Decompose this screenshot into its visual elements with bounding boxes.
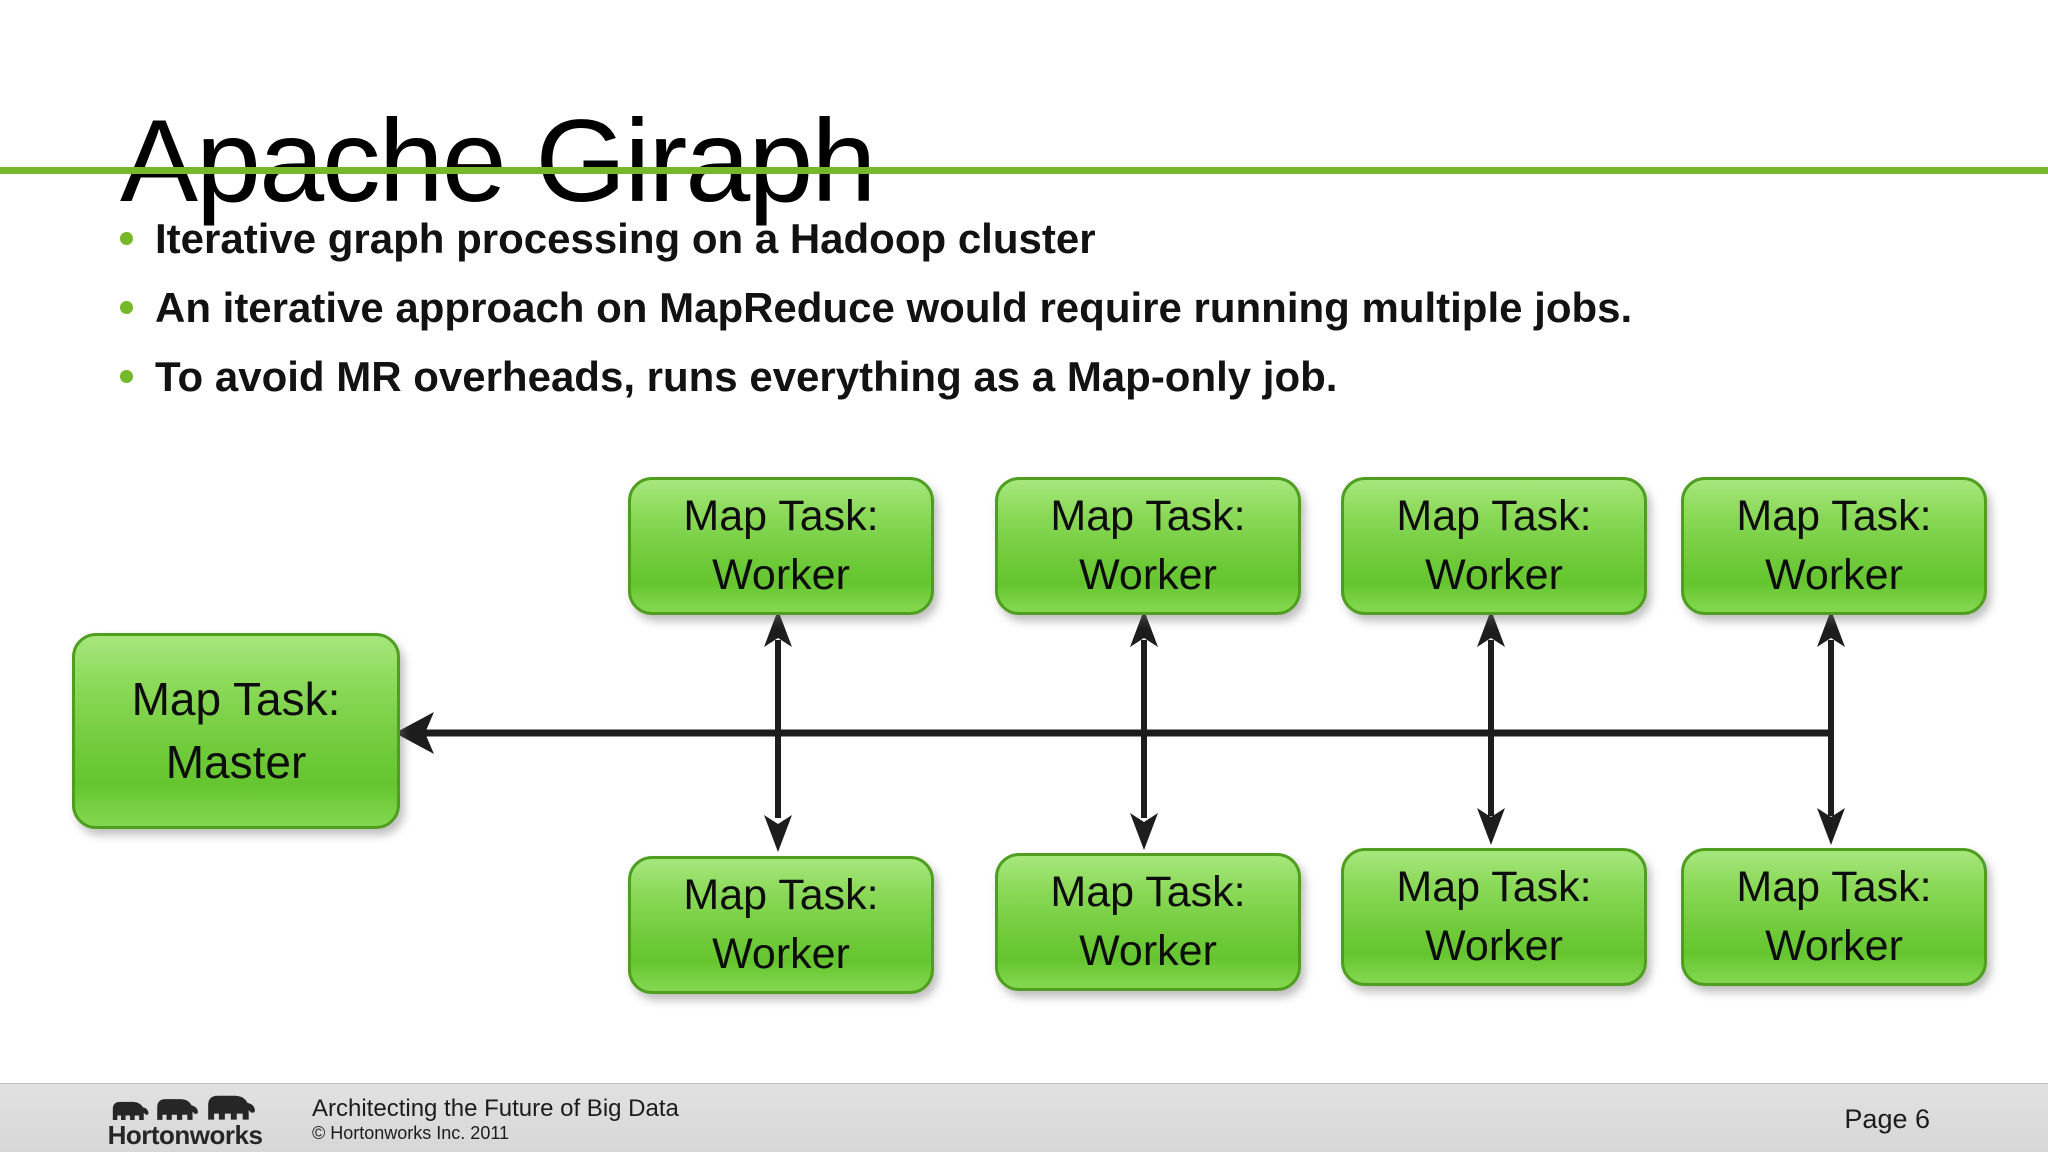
task-box-label: Worker — [712, 930, 850, 978]
task-box-label: Worker — [1079, 927, 1217, 975]
worker-link-arrow — [1477, 610, 1505, 845]
worker-task-box-top-3: Map Task: Worker — [1341, 477, 1647, 615]
elephant-herd — [111, 1091, 259, 1122]
elephant-icon — [112, 1101, 149, 1120]
master-task-box: Map Task: Master — [72, 633, 400, 829]
task-box-label: Map Task: — [1736, 862, 1932, 911]
task-box-label: Worker — [1765, 922, 1903, 970]
bullet-text: Iterative graph processing on a Hadoop c… — [155, 214, 1096, 262]
worker-task-box-bottom-2: Map Task: Worker — [995, 853, 1301, 991]
task-box-label: Map Task: — [1050, 867, 1246, 916]
bullet-list: Iterative graph processing on a Hadoop c… — [120, 204, 1632, 411]
bullet-item: Iterative graph processing on a Hadoop c… — [120, 204, 1632, 273]
bullet-dot-icon — [120, 301, 133, 314]
master-bus-line — [420, 729, 1834, 737]
worker-link-arrow — [1817, 610, 1845, 845]
footer-tagline: Architecting the Future of Big Data — [312, 1095, 679, 1122]
worker-task-box-bottom-1: Map Task: Worker — [628, 856, 934, 994]
worker-task-box-top-2: Map Task: Worker — [995, 477, 1301, 615]
worker-task-box-top-4: Map Task: Worker — [1681, 477, 1987, 615]
arrowhead-left-icon — [395, 712, 434, 754]
elephant-icon — [157, 1099, 198, 1120]
task-box-label: Map Task: — [1396, 862, 1592, 911]
task-box-label: Map Task: — [1396, 491, 1592, 540]
bullet-dot-icon — [120, 370, 133, 383]
bullet-dot-icon — [120, 232, 133, 245]
elephant-icon — [208, 1095, 255, 1120]
title-accent-rule — [0, 167, 2048, 174]
task-box-label: Worker — [1425, 922, 1563, 970]
task-box-label: Map Task: — [131, 672, 341, 725]
bullet-text: To avoid MR overheads, runs everything a… — [155, 352, 1338, 400]
task-box-label: Map Task: — [1736, 491, 1932, 540]
worker-task-box-bottom-4: Map Task: Worker — [1681, 848, 1987, 986]
task-box-label: Worker — [712, 551, 850, 599]
bullet-item: To avoid MR overheads, runs everything a… — [120, 342, 1632, 411]
worker-link-arrow — [1130, 610, 1158, 850]
logo-wordmark: Hortonworks — [107, 1120, 263, 1150]
footer-bar — [0, 1083, 2048, 1152]
slide-title: Apache Giraph — [120, 95, 876, 227]
worker-link-arrow — [764, 610, 792, 852]
bullet-item: An iterative approach on MapReduce would… — [120, 273, 1632, 342]
worker-task-box-bottom-3: Map Task: Worker — [1341, 848, 1647, 986]
task-box-label: Worker — [1079, 551, 1217, 599]
worker-task-box-top-1: Map Task: Worker — [628, 477, 934, 615]
hortonworks-logo: Hortonworks — [100, 1091, 270, 1151]
task-box-label: Map Task: — [683, 870, 879, 919]
task-box-label: Map Task: — [683, 491, 879, 540]
footer-copyright: © Hortonworks Inc. 2011 — [312, 1123, 510, 1143]
task-box-label: Master — [165, 736, 307, 788]
task-box-label: Worker — [1765, 551, 1903, 599]
bullet-text: An iterative approach on MapReduce would… — [155, 283, 1633, 331]
task-box-label: Worker — [1425, 551, 1563, 599]
page-number: Page 6 — [1844, 1104, 1930, 1134]
task-box-label: Map Task: — [1050, 491, 1246, 540]
